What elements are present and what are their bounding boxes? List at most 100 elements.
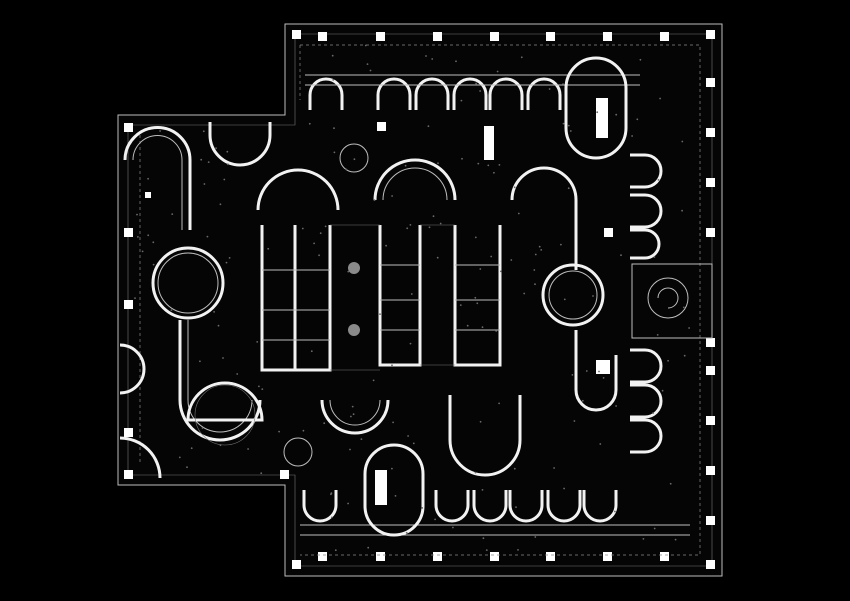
fixture-dot [405,531,408,534]
fixture-dot [319,232,322,235]
fixture-dot [364,44,367,47]
fixture-dot [459,304,462,306]
fixture-dot [333,151,336,154]
fixture-dot [352,413,355,416]
fixture-dot [226,150,229,153]
fixture-dot [215,147,218,150]
fixture-dot [631,135,633,137]
fixture-dot [213,311,216,313]
fixture-dot [437,162,439,165]
fixture-dot [308,122,311,125]
fixture-dot [347,502,349,505]
fixture-dot [682,306,685,309]
fixture-dot [373,199,376,202]
fixture-dot [581,399,584,402]
fixture-dot [367,546,370,549]
fixture-dot [517,212,520,215]
fixture-dot [571,374,574,376]
fixture-dot [598,370,600,373]
fixture-dot [199,360,201,363]
fixture-dot [152,263,155,266]
fixture-dot [487,164,490,167]
fixture-dot [534,536,537,538]
detail-marks [348,126,610,374]
fixture-dot [498,164,501,166]
fixture-dot [409,224,412,226]
round-room-left [151,246,225,320]
fixture-dots [134,44,690,552]
fixture-dot [520,56,523,59]
fixture-dot [620,254,622,257]
fixture-dot [434,518,436,521]
fixture-dot [219,203,222,206]
fixture-dot [482,537,485,540]
fixture-dot [409,342,412,345]
fixture-dot [461,157,463,160]
fixture-dot [659,97,661,100]
fixture-dot [385,244,387,247]
central-cell-blocks [260,224,502,372]
fixture-dot [657,179,660,181]
fixture-dot [481,326,484,329]
fixture-dot [540,249,543,251]
fixture-dot [404,164,407,167]
fixture-dot [562,122,565,125]
fixture-dot [513,186,516,189]
fixture-dot [639,58,642,61]
fixture-dot [410,293,413,295]
fixture-dot [313,242,315,245]
fixture-dot [510,259,513,261]
fixture-dot [523,292,526,295]
fixture-dot [475,82,477,85]
fixture-dot [278,430,280,433]
fixture-dot [479,90,481,92]
fixture-dot [466,324,469,327]
fixture-dot [333,127,335,130]
fixture-dot [455,60,457,63]
fixture-dot [391,467,393,470]
fixture-dot [203,183,206,185]
fixture-dot [379,313,381,315]
fixture-dot [223,178,226,181]
fixture-dot [479,268,482,270]
right-alcoves [630,153,663,454]
fixture-dot [653,527,656,530]
fixture-dot [332,79,335,81]
fixture-dot [147,177,150,180]
fixture-dot [681,140,684,143]
fixture-dot [347,270,350,273]
fixture-dot [421,507,424,509]
fixture-dot [432,215,435,218]
fixture-dot [688,327,690,329]
fixture-dot [534,253,537,256]
fixture-dot [538,245,541,248]
fixture-dot [190,447,193,450]
fixture-dot [602,377,605,379]
fixture-dot [573,420,576,422]
fixture-dot [667,359,669,362]
fixture-dot [479,420,482,423]
fixture-dot [261,388,264,390]
fixture-dot [636,118,639,121]
fixture-dot [563,487,565,490]
fixture-dot [207,161,210,164]
fixture-dot [585,370,588,372]
fixture-dot [476,302,479,305]
left-wing-alcoves [119,122,272,479]
fixture-dot [247,448,250,450]
fixture-dot [372,379,375,382]
fixture-dot [517,549,519,551]
fixture-dot [134,297,136,299]
fixture-dot [490,255,493,258]
fixture-dot [345,168,348,171]
fixture-dot [485,549,488,551]
fixture-dot [236,373,239,375]
fixture-dot [474,471,477,474]
fixture-dot [569,130,572,132]
fixture-dot [515,506,517,508]
fixture-dot [428,226,431,229]
fixture-dot [350,415,352,418]
fixture-dot [178,456,181,459]
fixture-dot [324,225,327,228]
fixture-dot [360,438,363,440]
